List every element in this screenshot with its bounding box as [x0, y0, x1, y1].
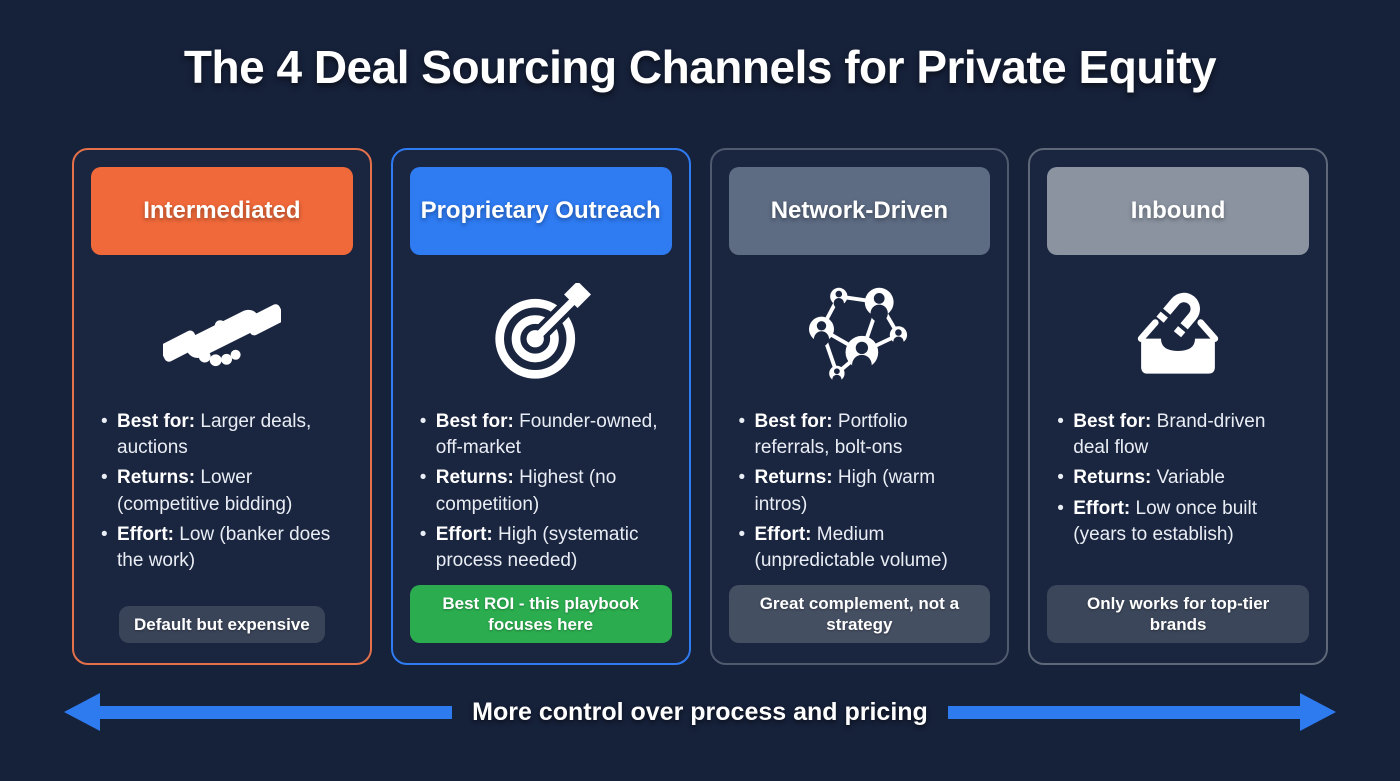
target-arrow-icon: [410, 277, 672, 389]
magnet-inbox-icon: [1047, 277, 1309, 389]
bullet-list: Best for: Portfolio referrals, bolt-ons …: [729, 409, 991, 578]
control-axis-arrow: More control over process and pricing: [64, 691, 1336, 733]
badge-row: Best ROI - this playbook focuses here: [409, 584, 672, 643]
bullet-effort: Effort: Low (banker does the work): [99, 522, 349, 574]
bullet-best-for: Best for: Portfolio referrals, bolt-ons: [737, 409, 987, 461]
card-network-driven: Network-Driven: [709, 148, 1010, 665]
card-header-proprietary-outreach: Proprietary Outreach: [409, 167, 672, 255]
bullet-returns: Returns: High (warm intros): [737, 465, 987, 517]
arrow-shaft-right: [947, 705, 1300, 719]
arrow-left-icon: [64, 693, 100, 731]
channel-cards-row: Intermediated: [72, 148, 1328, 665]
arrow-right-icon: [1300, 693, 1336, 731]
badge-row: Only works for top-tier brands: [1047, 584, 1309, 643]
badge-row: Great complement, not a strategy: [728, 584, 991, 643]
bullet-best-for: Best for: Founder-owned, off-market: [418, 409, 668, 461]
bullet-list: Best for: Larger deals, auctions Returns…: [91, 409, 353, 578]
handshake-icon: [91, 277, 353, 389]
bullet-best-for: Best for: Brand-driven deal flow: [1055, 409, 1305, 461]
card-inbound: Inbound Best for:: [1028, 148, 1328, 665]
arrow-label: More control over process and pricing: [472, 697, 928, 726]
bullet-list: Best for: Brand-driven deal flow Returns…: [1047, 409, 1309, 552]
card-intermediated: Intermediated: [72, 148, 372, 665]
card-header-network-driven: Network-Driven: [728, 167, 991, 255]
card-proprietary-outreach: Proprietary Outreach Best for: Founder-o…: [390, 148, 691, 665]
status-badge: Default but expensive: [119, 605, 325, 643]
badge-row: Default but expensive: [91, 605, 353, 643]
bullet-effort: Effort: High (systematic process needed): [418, 522, 668, 574]
status-badge: Best ROI - this playbook focuses here: [409, 584, 672, 643]
bullet-best-for: Best for: Larger deals, auctions: [99, 409, 349, 461]
bullet-returns: Returns: Highest (no competition): [418, 465, 668, 517]
arrow-shaft-left: [100, 705, 453, 719]
bullet-list: Best for: Founder-owned, off-market Retu…: [410, 409, 672, 578]
bullet-returns: Returns: Variable: [1055, 465, 1305, 491]
card-header-intermediated: Intermediated: [91, 167, 353, 255]
bullet-returns: Returns: Lower (competitive bidding): [99, 465, 349, 517]
status-badge: Great complement, not a strategy: [728, 584, 991, 643]
card-header-inbound: Inbound: [1047, 167, 1309, 255]
page-title: The 4 Deal Sourcing Channels for Private…: [183, 41, 1217, 93]
status-badge: Only works for top-tier brands: [1047, 584, 1309, 643]
network-people-icon: [729, 277, 991, 389]
bullet-effort: Effort: Medium (unpredictable volume): [737, 522, 987, 574]
bullet-effort: Effort: Low once built (years to establi…: [1055, 496, 1305, 548]
